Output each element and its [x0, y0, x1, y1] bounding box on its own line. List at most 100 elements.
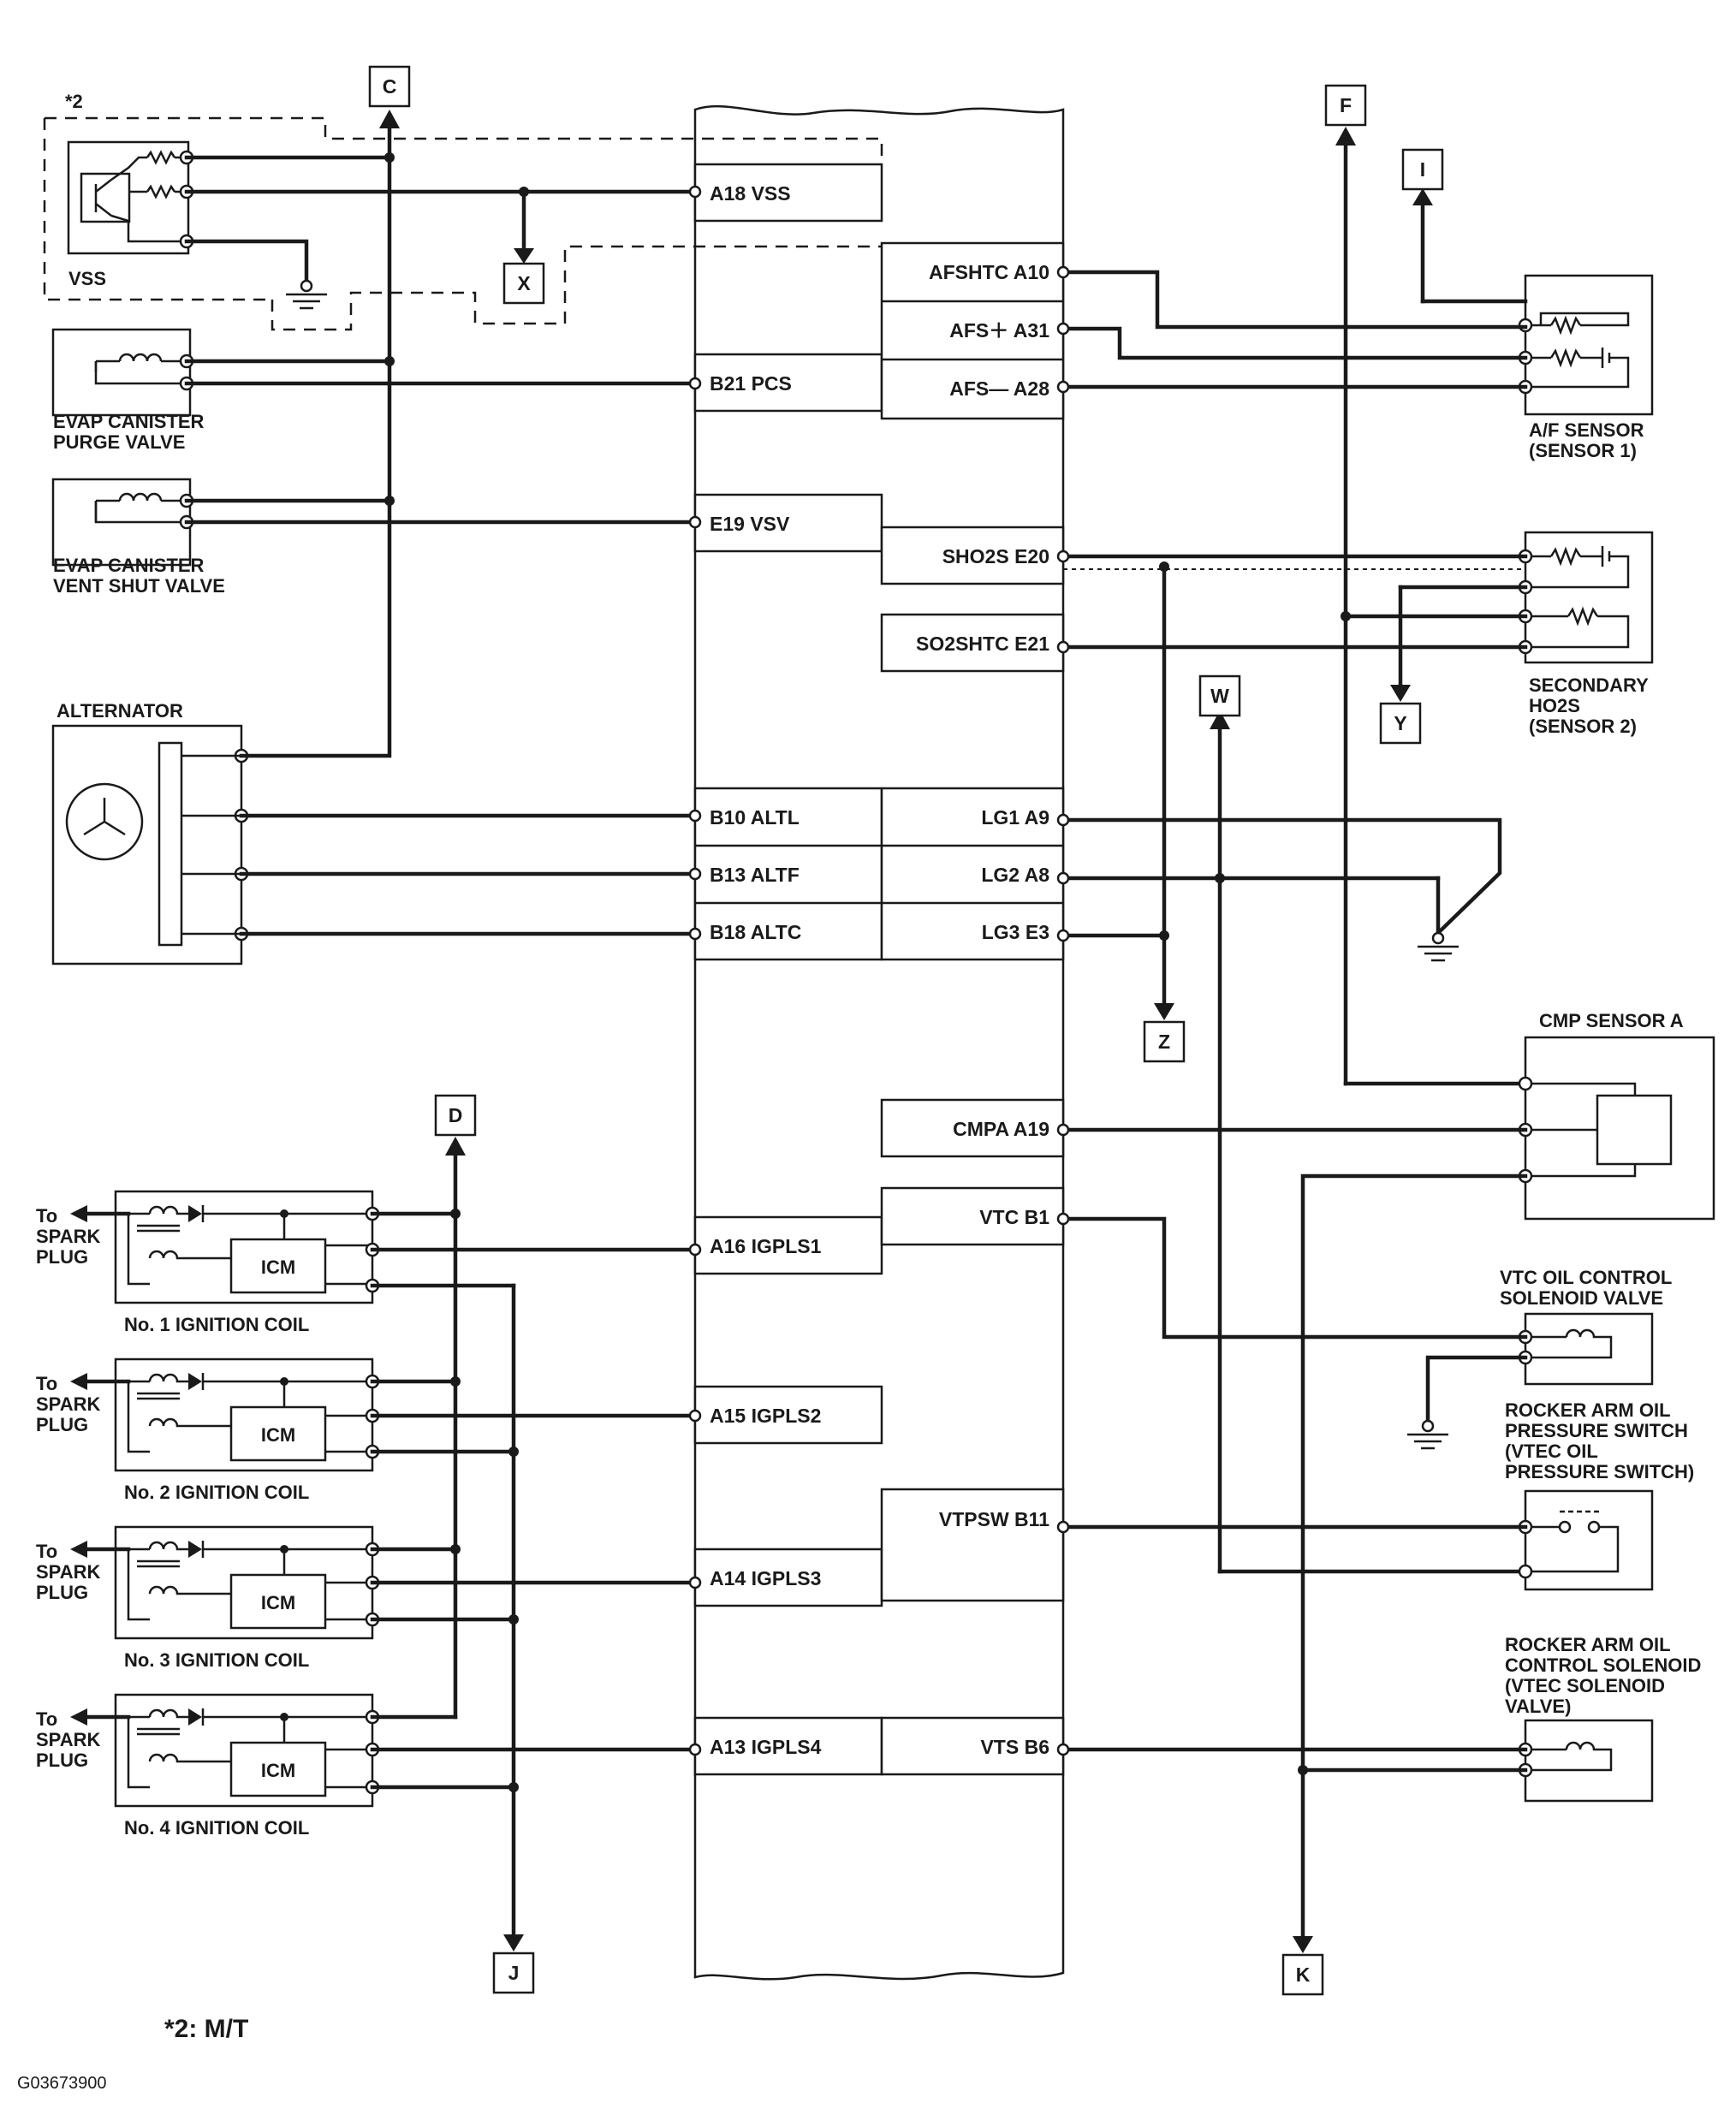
cmp-wiring [1056, 1123, 1528, 1953]
ecm-right-pin-boxes [880, 241, 1065, 1776]
to-label-1: To [36, 1205, 57, 1227]
rocker-solenoid-label-2: CONTROL SOLENOID [1505, 1655, 1701, 1676]
af-sensor: A/F SENSOR (SENSOR 1) [1518, 274, 1654, 461]
mt-note-label: *2 [65, 91, 83, 112]
footnote: *2: M/T [164, 2015, 248, 2043]
arrow-spark-3-icon [70, 1541, 87, 1558]
pin-a19-cmpa: CMPA A19 [953, 1118, 1049, 1140]
evap-purge-valve: EVAP CANISTER PURGE VALVE [51, 328, 205, 453]
svg-text:C: C [383, 75, 397, 98]
rocker-switch-label-3: (VTEC OIL [1505, 1441, 1598, 1462]
pin-a16-igpls1: A16 IGPLS1 [710, 1235, 822, 1257]
connector-z: Z [1143, 1020, 1186, 1063]
svg-text:X: X [517, 272, 531, 294]
af-sensor-wiring [1056, 188, 1528, 394]
pin-a13-igpls4: A13 IGPLS4 [710, 1736, 822, 1758]
pin-a14-igpls3: A14 IGPLS3 [710, 1567, 821, 1589]
evap-purge-wiring [184, 356, 702, 390]
pin-a8-lg2: LG2 A8 [981, 864, 1049, 886]
connector-x: X [502, 262, 545, 305]
plug-label-3: PLUG [36, 1582, 88, 1603]
af-sensor-label-2: (SENSOR 1) [1529, 440, 1637, 461]
pin-e20-sho2s: SHO2S E20 [942, 545, 1049, 567]
pin-a18-vss: A18 VSS [710, 182, 791, 205]
connector-k: K [1281, 1953, 1324, 1996]
f-bus [1335, 127, 1528, 1086]
connector-y: Y [1379, 702, 1422, 745]
ho2s-label-3: (SENSOR 2) [1529, 716, 1637, 737]
evap-vent-wiring [184, 496, 702, 529]
arrow-to-f-icon [1335, 127, 1356, 146]
coil-2-label: No. 2 IGNITION COIL [124, 1482, 309, 1503]
svg-text:Y: Y [1394, 712, 1406, 734]
to-label-4: To [36, 1708, 57, 1730]
icm-1-label: ICM [261, 1257, 295, 1278]
svg-text:K: K [1296, 1964, 1311, 1986]
pin-e21-so2shtc: SO2SHTC E21 [916, 633, 1049, 655]
vtc-wiring [1056, 1212, 1528, 1425]
rocker-switch-label-4: PRESSURE SWITCH) [1505, 1461, 1694, 1482]
to-label-3: To [36, 1541, 57, 1562]
plug-label-4: PLUG [36, 1750, 88, 1771]
connector-j: J [492, 1952, 535, 1994]
pin-b21-pcs: B21 PCS [710, 372, 792, 395]
evap-purge-label-1: EVAP CANISTER [53, 411, 205, 432]
icm-4-label: ICM [261, 1760, 295, 1781]
coil-4-label: No. 4 IGNITION COIL [124, 1817, 309, 1839]
ecm-left-pin-boxes [693, 163, 883, 1776]
rocker-switch-label-2: PRESSURE SWITCH [1505, 1420, 1688, 1441]
pin-a15-igpls2: A15 IGPLS2 [710, 1405, 821, 1427]
arrow-to-k-icon [1293, 1936, 1313, 1953]
ground-vss-icon [286, 279, 327, 310]
cmp-sensor-label: CMP SENSOR A [1539, 1010, 1684, 1031]
evap-vent-label-2: VENT SHUT VALVE [53, 575, 225, 597]
pin-a31-afs-plus: AFS＋ A31 [949, 319, 1049, 342]
spark-label-2: SPARK [36, 1393, 100, 1415]
ground-lg-icon [1418, 931, 1459, 962]
svg-text:F: F [1340, 94, 1352, 116]
arrow-spark-2-icon [70, 1373, 87, 1390]
vss-label: VSS [68, 268, 106, 289]
rocker-control-solenoid: ROCKER ARM OIL CONTROL SOLENOID (VTEC SO… [1505, 1634, 1701, 1803]
pin-b1-vtc: VTC B1 [979, 1206, 1049, 1228]
coil-1-label: No. 1 IGNITION COIL [124, 1314, 309, 1335]
vss-component: VSS [67, 140, 194, 289]
ignition-coil-3: ICM No. 3 IGNITION COIL [114, 1525, 380, 1671]
connector-i: I [1401, 148, 1444, 191]
spark-plug-arrows: To SPARK PLUG To SPARK PLUG To SPARK PLU… [36, 1205, 131, 1771]
ho2s-label-2: HO2S [1529, 695, 1580, 716]
af-sensor-label-1: A/F SENSOR [1529, 419, 1644, 441]
ignition-wiring [370, 1137, 702, 1952]
connector-d: D [434, 1094, 477, 1137]
pin-b13-altf: B13 ALTF [710, 864, 800, 886]
connector-c: C [368, 65, 411, 108]
ecm-left-pin-labels: A18 VSS B21 PCS E19 VSV B10 ALTL B13 ALT… [710, 182, 822, 1758]
spark-label-1: SPARK [36, 1226, 100, 1247]
ho2s-wiring [1056, 550, 1528, 1020]
vss-wiring [184, 152, 702, 287]
spark-label-4: SPARK [36, 1729, 100, 1750]
pin-e19-vsv: E19 VSV [710, 513, 790, 535]
arrow-to-i-icon [1412, 188, 1433, 205]
rocker-solenoid-label-4: VALVE) [1505, 1696, 1571, 1717]
mt-dashed-region: *2 [43, 91, 883, 331]
spark-label-3: SPARK [36, 1561, 100, 1583]
arrow-to-c-icon [379, 110, 400, 128]
coil-3-label: No. 3 IGNITION COIL [124, 1649, 309, 1671]
connector-boxes: C X F I Y W Z D [368, 65, 1444, 1996]
rocker-pressure-switch: ROCKER ARM OIL PRESSURE SWITCH (VTEC OIL… [1505, 1399, 1694, 1591]
rocker-solenoid-wiring [1056, 1743, 1528, 1775]
alternator: ALTERNATOR [51, 700, 249, 965]
pin-b18-altc: B18 ALTC [710, 921, 801, 943]
cmp-sensor-a: CMP SENSOR A [1518, 1010, 1715, 1221]
pin-a10-afshtc: AFSHTC A10 [929, 261, 1049, 283]
ecm-right-pin-labels: AFSHTC A10 AFS＋ A31 AFS— A28 SHO2S E20 S… [916, 261, 1049, 1758]
icm-2-label: ICM [261, 1424, 295, 1446]
svg-text:J: J [508, 1962, 520, 1984]
svg-text:W: W [1210, 685, 1229, 707]
ground-vtc-icon [1407, 1419, 1448, 1450]
ho2s-label-1: SECONDARY [1529, 674, 1649, 696]
pin-b6-vts: VTS B6 [980, 1736, 1049, 1758]
arrow-spark-4-icon [70, 1708, 87, 1726]
arrow-to-j-icon [503, 1934, 524, 1952]
